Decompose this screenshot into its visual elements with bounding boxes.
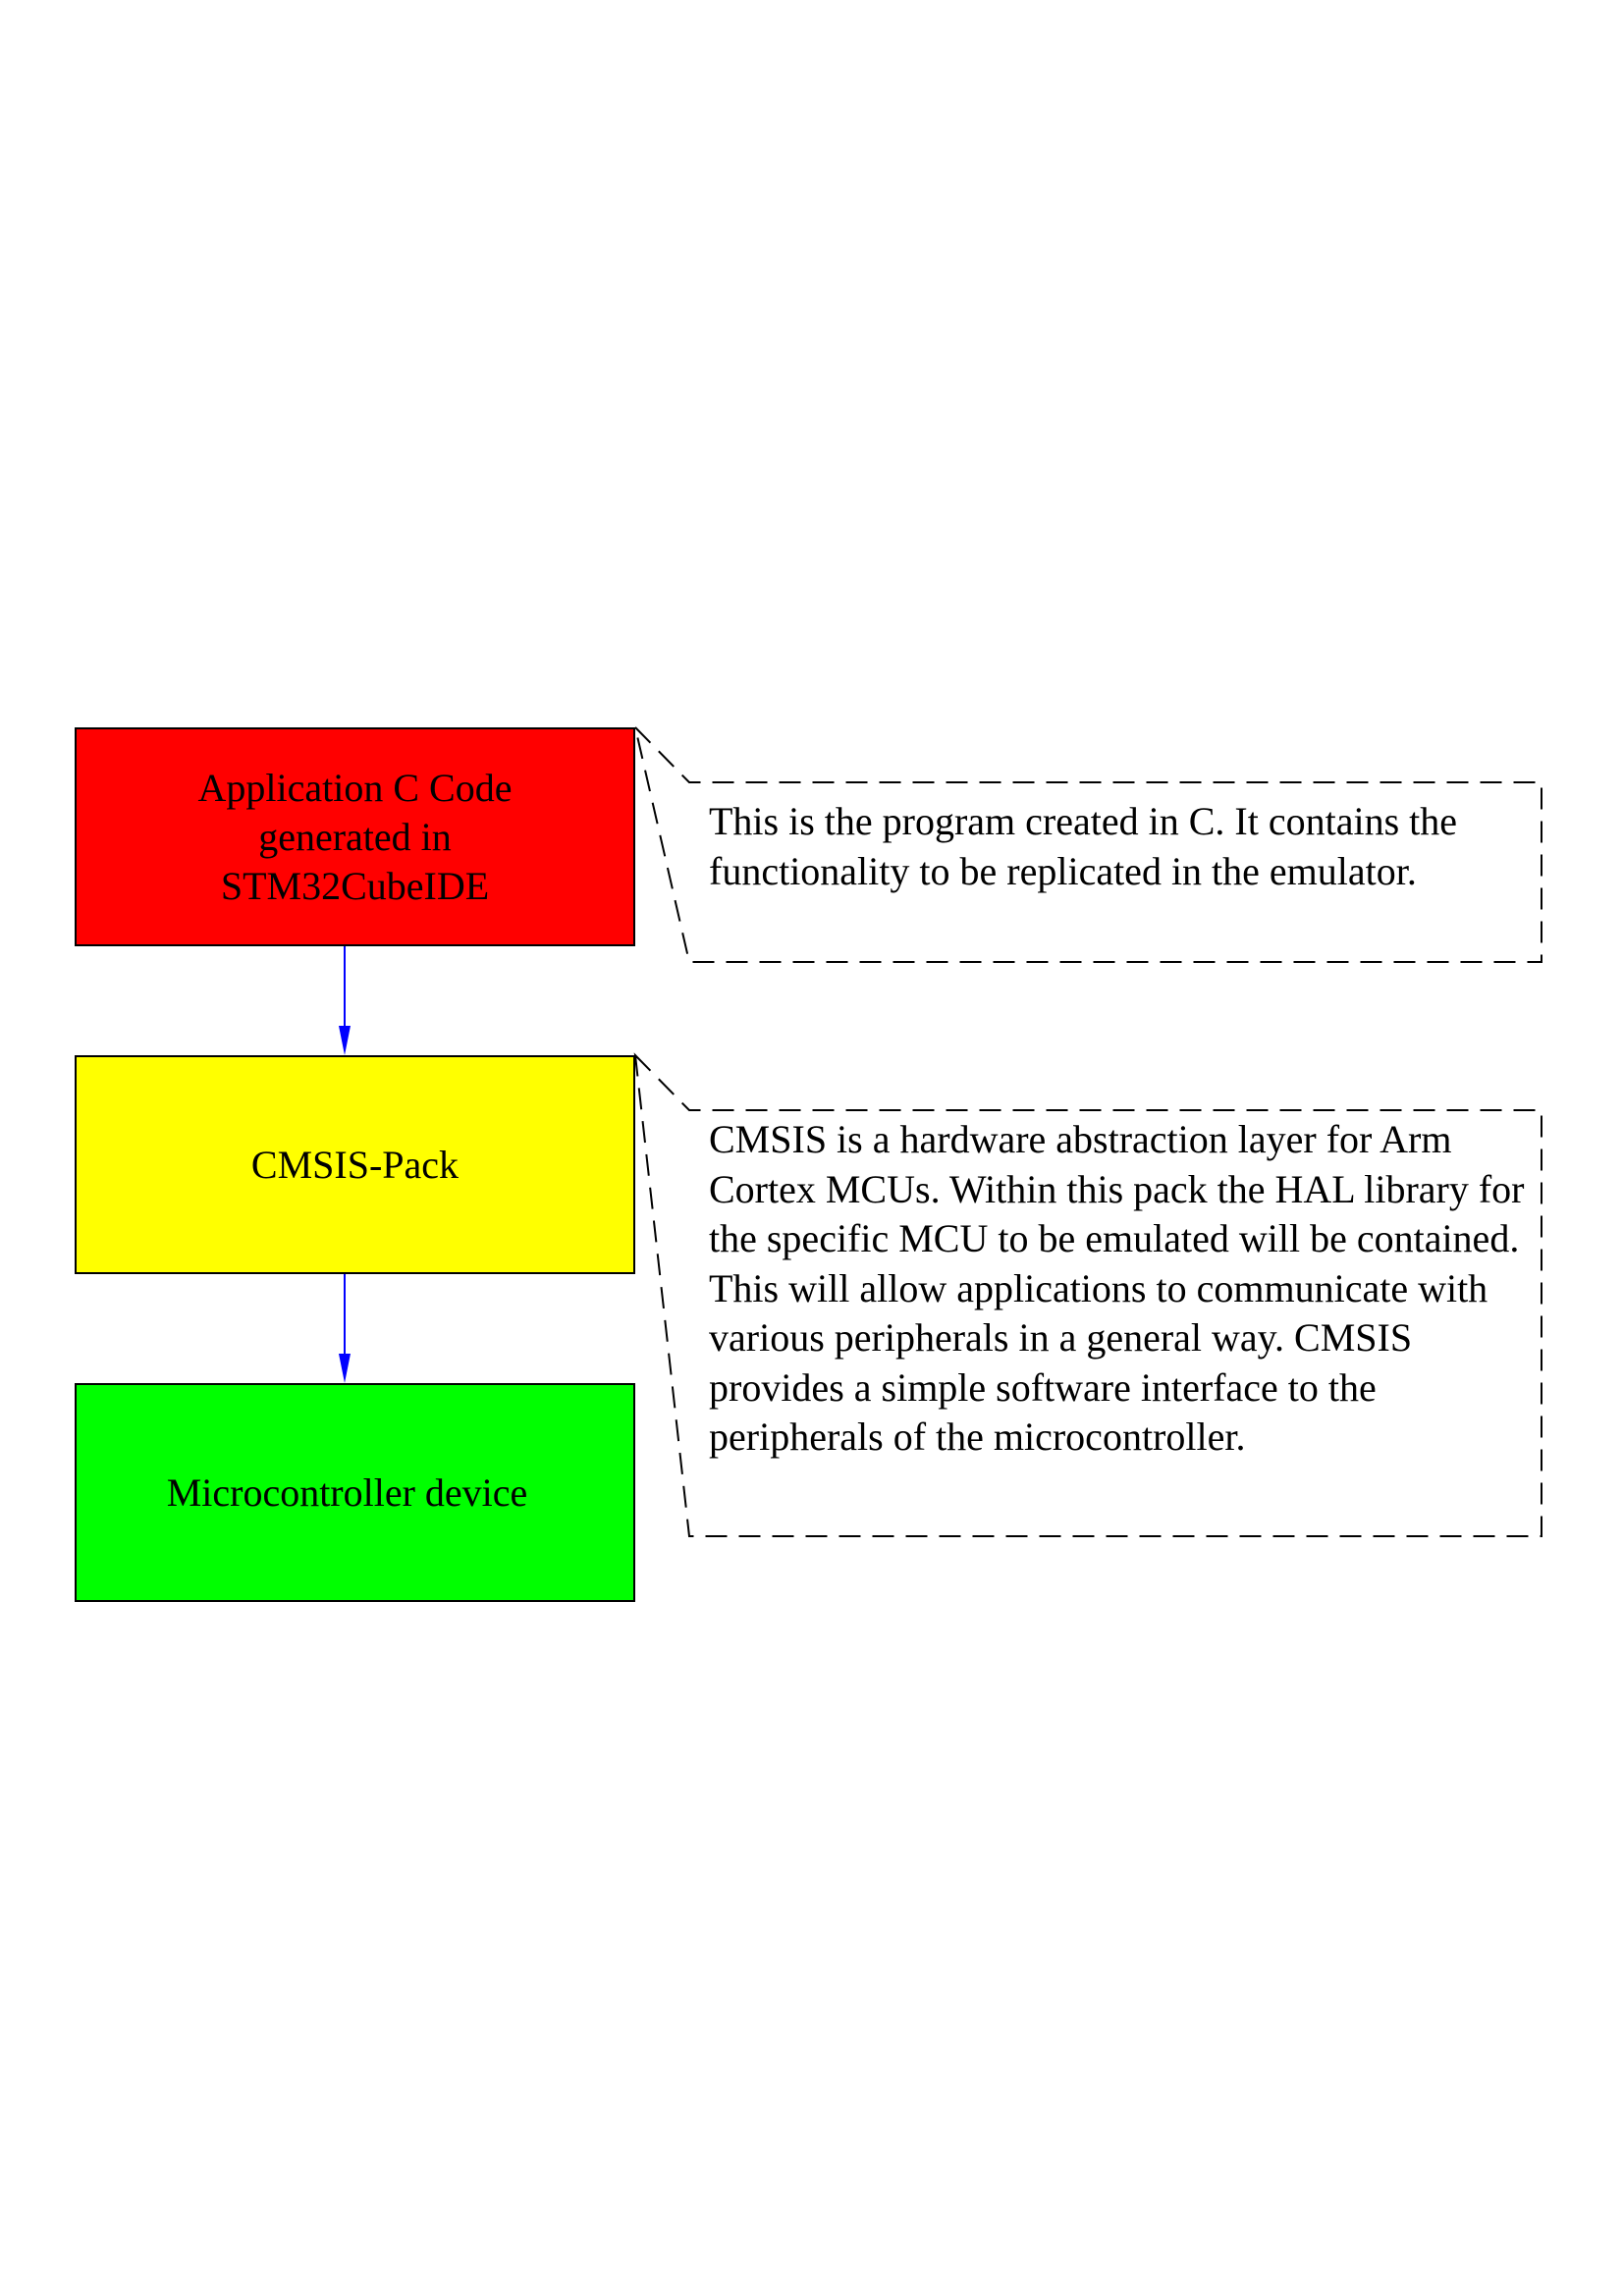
app-code-block: Application C Code generated in STM32Cub…	[75, 727, 635, 946]
note-cmsis-text: CMSIS is a hardware abstraction layer fo…	[709, 1117, 1525, 1459]
microcontroller-label: Microcontroller device	[166, 1469, 528, 1515]
arrow-cmsis-to-mcu	[339, 1274, 351, 1383]
cmsis-pack-label: CMSIS-Pack	[250, 1142, 460, 1187]
app-code-label: Application C Code generated in STM32Cub…	[197, 765, 513, 908]
note-app-text: This is the program created in C. It con…	[709, 799, 1458, 893]
cmsis-pack-block: CMSIS-Pack	[75, 1055, 635, 1274]
microcontroller-block: Microcontroller device	[75, 1383, 635, 1602]
arrow-app-to-cmsis	[339, 946, 351, 1055]
